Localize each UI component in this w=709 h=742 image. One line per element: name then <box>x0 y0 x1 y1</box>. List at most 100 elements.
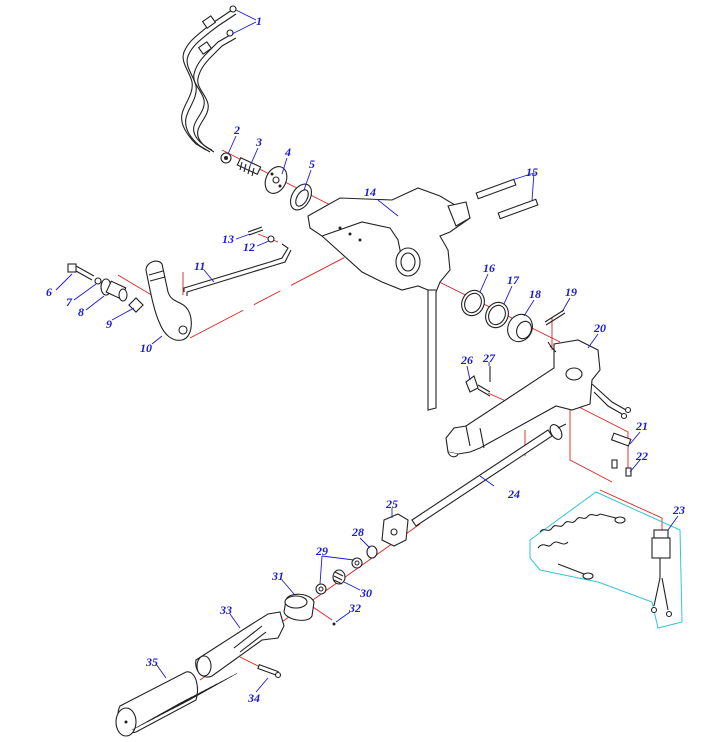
callout-16: 16 <box>483 261 495 275</box>
callout-7: 7 <box>66 295 73 309</box>
leader-35 <box>155 663 167 679</box>
part-11-shift-rod <box>183 243 292 296</box>
leader-23 <box>667 515 679 531</box>
leader-32 <box>335 611 351 623</box>
leader-29b <box>319 555 323 585</box>
callout-15: 15 <box>526 165 538 179</box>
leader-7 <box>73 283 97 301</box>
callout-22: 22 <box>635 449 648 463</box>
callout-14: 14 <box>364 185 376 199</box>
part-32-screw <box>332 622 336 626</box>
knurl-line <box>186 673 238 702</box>
leader-12 <box>256 240 270 247</box>
callout-12: 12 <box>243 240 255 254</box>
group-boundary <box>529 491 683 629</box>
leader-30 <box>343 581 361 591</box>
callout-3: 3 <box>255 135 262 149</box>
part-14-steering-bracket <box>307 187 471 411</box>
leader-4 <box>281 157 288 175</box>
part-5-washer-ring <box>289 183 313 211</box>
callout-34: 34 <box>247 691 260 705</box>
leader-18 <box>523 299 535 317</box>
part-20-tiller-arm <box>445 339 632 458</box>
leader-21 <box>629 431 641 445</box>
part-33-grip-sleeve <box>195 611 285 678</box>
leader-20 <box>587 333 599 349</box>
part-26-wing-bolt <box>465 375 491 397</box>
part-17-wave-washer <box>485 301 509 329</box>
part-12-nut <box>267 235 275 243</box>
callout-23: 23 <box>672 503 685 517</box>
leader-26 <box>466 365 471 381</box>
callout-33: 33 <box>219 603 232 617</box>
callout-21: 21 <box>635 419 648 433</box>
callout-5: 5 <box>309 157 315 171</box>
callout-24: 24 <box>507 487 520 501</box>
part-13-cotter-pin <box>247 226 264 236</box>
callout-8: 8 <box>78 305 84 319</box>
callout-13: 13 <box>222 232 234 246</box>
leader-13 <box>235 233 251 240</box>
leader-9 <box>111 307 135 321</box>
part-15-pins <box>475 178 539 220</box>
leader-31 <box>281 579 295 595</box>
leader-34 <box>255 677 269 693</box>
part-21-plate <box>610 432 632 447</box>
part-18-bushing <box>507 313 533 343</box>
callout-35: 35 <box>145 655 158 669</box>
leader-2 <box>227 135 237 155</box>
callout-28: 28 <box>351 525 364 539</box>
callout-9: 9 <box>106 317 112 331</box>
part-29-washers <box>315 557 363 595</box>
callout-labels: 1 2 3 4 5 6 7 8 9 10 11 12 13 14 15 16 1… <box>46 14 685 705</box>
leader-14 <box>377 199 399 217</box>
leader-19 <box>561 297 571 313</box>
leader-16 <box>479 273 489 293</box>
axis-arm-plate <box>574 404 629 470</box>
callout-19: 19 <box>565 285 577 299</box>
leader-17 <box>503 285 513 305</box>
part-31-ring <box>283 593 315 621</box>
leader-5 <box>303 169 312 191</box>
part-25-block <box>381 513 409 547</box>
leader-1a <box>235 9 257 21</box>
callout-1: 1 <box>256 14 262 28</box>
leader-15a <box>511 172 535 181</box>
leader-33 <box>229 613 241 629</box>
part-3-adjuster <box>236 156 262 177</box>
part-2-nut <box>220 152 232 164</box>
part-23-stop-switch <box>529 491 683 629</box>
leader-15b <box>531 172 535 201</box>
callout-18: 18 <box>529 287 541 301</box>
part-7-washer <box>94 277 102 285</box>
axis-arm-switch <box>569 410 613 483</box>
callout-17: 17 <box>507 273 520 287</box>
part-16-o-ring <box>461 289 485 317</box>
part-10-shift-lever <box>145 260 192 341</box>
part-30-spring <box>332 569 346 585</box>
part-8-collar <box>100 278 128 302</box>
leader-11 <box>203 269 215 283</box>
grip-knurling <box>131 673 238 731</box>
leader-3 <box>249 147 259 167</box>
part-35-grip <box>115 671 238 737</box>
leader-29a <box>321 555 355 561</box>
part-34-pin <box>257 663 282 679</box>
part-6-bolt <box>67 263 95 281</box>
leader-1b <box>231 21 257 35</box>
leader-28 <box>359 537 371 549</box>
part-4-friction-plate <box>264 166 288 194</box>
callout-10: 10 <box>140 341 152 355</box>
callout-25: 25 <box>385 497 398 511</box>
axis-lever-bracket <box>189 251 356 339</box>
part-1-cables <box>181 5 237 153</box>
callout-4: 4 <box>284 145 291 159</box>
leader-8 <box>85 295 105 311</box>
part-19-spring <box>544 309 566 326</box>
callout-20: 20 <box>593 321 606 335</box>
part-28-collar <box>366 545 378 559</box>
callout-26: 26 <box>460 353 473 367</box>
callout-11: 11 <box>194 259 205 273</box>
leader-lines <box>55 9 679 693</box>
